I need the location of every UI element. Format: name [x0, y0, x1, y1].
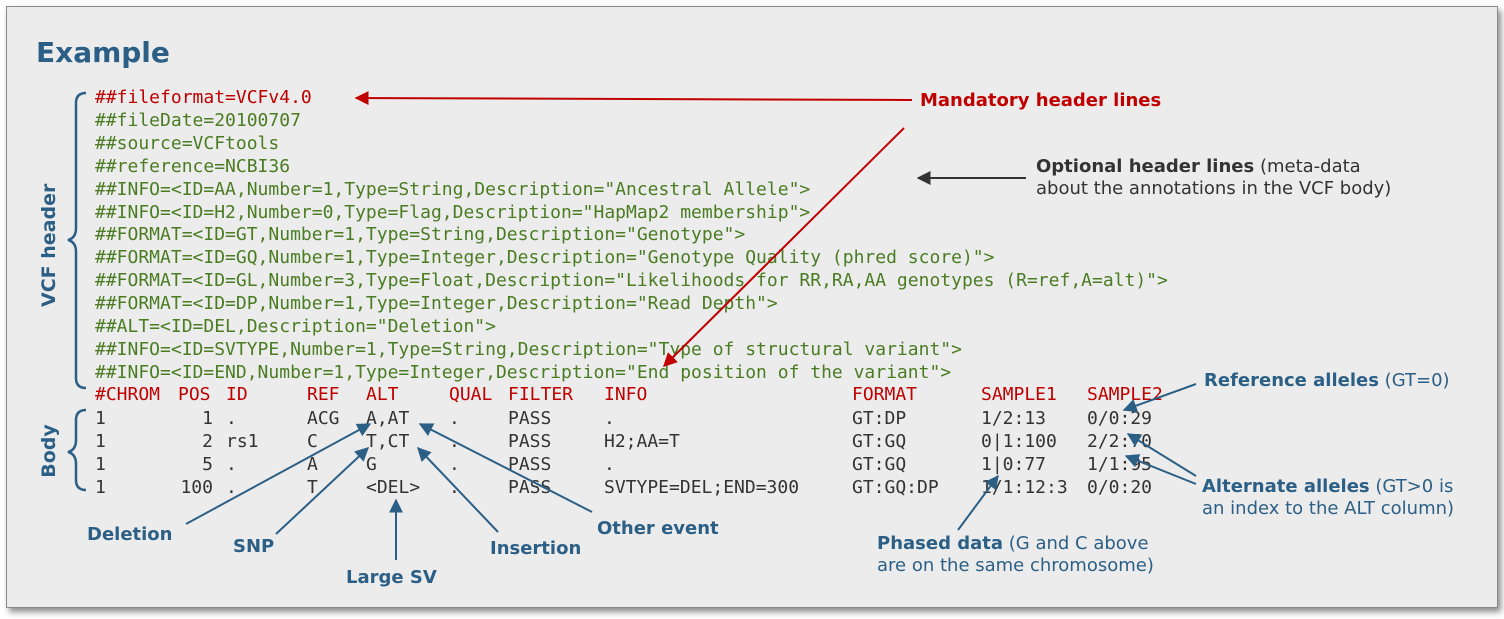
table-cell: . — [604, 454, 615, 475]
alternate-alleles-label: Alternate alleles (GT>0 is — [1202, 476, 1454, 497]
table-cell: A — [307, 454, 318, 475]
table-cell: ACG — [307, 408, 340, 429]
insertion-label: Insertion — [490, 538, 582, 559]
reference-arrow — [1122, 383, 1197, 413]
table-cell: . — [604, 408, 615, 429]
column-header: QUAL — [449, 384, 493, 405]
table-cell: 1/2:13 — [981, 408, 1047, 429]
table-cell: . — [449, 454, 460, 475]
column-header: FORMAT — [852, 384, 918, 405]
table-cell: 1 — [95, 431, 106, 452]
table-cell: 1/1:12:3 — [981, 477, 1068, 498]
header-line: ##fileformat=VCFv4.0 — [95, 87, 312, 108]
column-header: SAMPLE2 — [1087, 384, 1163, 405]
deletion-label: Deletion — [87, 524, 173, 545]
insertion-arrow — [417, 446, 499, 533]
snp-arrow — [275, 447, 370, 535]
column-header: REF — [307, 384, 340, 405]
alternate-arrow-2 — [1126, 433, 1197, 477]
table-cell: 0|1:100 — [981, 431, 1057, 452]
column-header: POS — [178, 384, 211, 405]
table-cell: GT:GQ:DP — [852, 477, 939, 498]
table-cell: PASS — [508, 477, 552, 498]
table-cell: 1|0:77 — [981, 454, 1047, 475]
header-line: ##FORMAT=<ID=GT,Number=1,Type=String,Des… — [95, 224, 746, 246]
table-cell: 5 — [202, 454, 213, 475]
header-line: ##ALT=<ID=DEL,Description="Deletion"> — [95, 316, 496, 337]
mandatory-arrow-2 — [663, 127, 905, 367]
table-cell: <DEL> — [366, 477, 421, 498]
table-cell: G — [366, 454, 377, 475]
mandatory-arrow-1 — [354, 91, 913, 106]
table-cell: GT:GQ — [852, 454, 907, 475]
column-header: FILTER — [508, 384, 574, 405]
header-line: ##reference=NCBI36 — [95, 155, 291, 177]
header-line: ##INFO=<ID=SVTYPE,Number=1,Type=String,D… — [95, 338, 962, 360]
column-header: ALT — [366, 384, 399, 405]
table-cell: T — [307, 477, 318, 498]
mandatory-label: Mandatory header lines — [920, 90, 1162, 111]
alternate-alleles-label-line2: an index to the ALT column) — [1202, 498, 1455, 519]
table-cell: 0/0:29 — [1087, 408, 1153, 429]
table-cell: GT:DP — [852, 408, 907, 429]
table-cell: 100 — [180, 477, 213, 498]
header-line: ##INFO=<ID=H2,Number=0,Type=Flag,Descrip… — [95, 201, 811, 223]
table-cell: . — [226, 454, 237, 475]
snp-label: SNP — [233, 536, 275, 557]
alternate-arrow-1 — [1124, 454, 1197, 485]
phased-data-label: Phased data (G and C above — [877, 533, 1149, 554]
table-cell: PASS — [508, 454, 552, 475]
table-cell: . — [226, 408, 237, 429]
table-cell: 1 — [95, 454, 106, 475]
optional-label-line2: about the annotations in the VCF body) — [1036, 178, 1392, 199]
header-line: ##INFO=<ID=AA,Number=1,Type=String,Descr… — [95, 178, 811, 200]
header-line: ##FORMAT=<ID=GQ,Number=1,Type=Integer,De… — [95, 247, 995, 269]
column-header: SAMPLE1 — [981, 384, 1057, 405]
column-header: #CHROM — [95, 384, 161, 405]
body-brace — [67, 408, 87, 492]
header-line: ##source=VCFtools — [95, 132, 280, 154]
table-cell: rs1 — [226, 431, 259, 452]
table-cell: 1 — [95, 477, 106, 498]
other-event-label: Other event — [597, 518, 719, 539]
table-cell: PASS — [508, 408, 552, 429]
phased-data-label-line2: are on the same chromosome) — [877, 555, 1154, 576]
table-cell: H2;AA=T — [604, 431, 680, 452]
table-cell: 1 — [202, 408, 213, 429]
optional-label: Optional header lines (meta-data — [1036, 156, 1361, 177]
example-panel — [6, 6, 1498, 608]
column-header: INFO — [604, 384, 648, 405]
header-brace — [67, 91, 87, 390]
header-line: ##fileDate=20100707 — [95, 109, 301, 131]
other-event-arrow — [418, 423, 593, 513]
table-cell: A,AT — [366, 408, 410, 429]
table-cell: 2 — [202, 431, 213, 452]
table-cell: 1 — [95, 408, 106, 429]
table-cell: . — [449, 408, 460, 429]
example-title: Example — [36, 36, 170, 69]
table-cell: PASS — [508, 431, 552, 452]
deletion-arrow — [185, 423, 372, 525]
column-header: ID — [226, 384, 248, 405]
reference-alleles-label: Reference alleles (GT=0) — [1204, 370, 1450, 391]
table-cell: GT:GQ — [852, 431, 907, 452]
phased-arrow — [957, 474, 999, 531]
table-cell: C — [307, 431, 318, 452]
table-cell: T,CT — [366, 431, 410, 452]
header-line: ##INFO=<ID=END,Number=1,Type=Integer,Des… — [95, 361, 952, 383]
header-line: ##FORMAT=<ID=GL,Number=3,Type=Float,Desc… — [95, 270, 1168, 292]
table-cell: SVTYPE=DEL;END=300 — [604, 477, 800, 498]
table-cell: 0/0:20 — [1087, 477, 1153, 498]
table-cell: . — [226, 477, 237, 498]
large-sv-label: Large SV — [346, 567, 437, 588]
